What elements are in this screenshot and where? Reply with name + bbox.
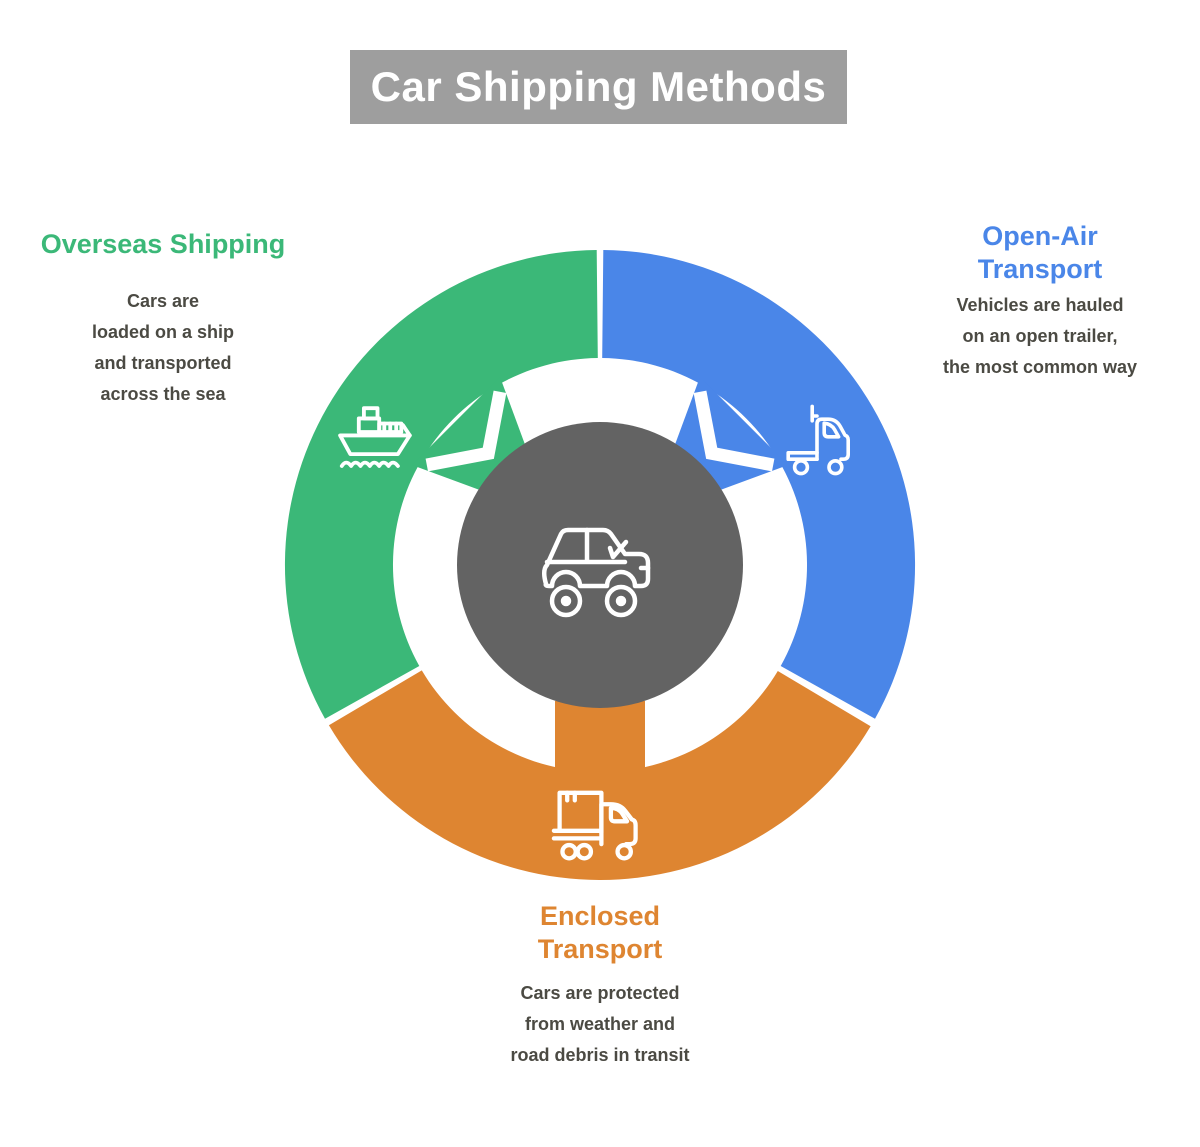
- open-air-transport-label: Open-Air Transport: [977, 221, 1103, 284]
- cargo-ship-icon: [338, 406, 412, 468]
- open-air-transport-description: Vehicles are hauled on an open trailer, …: [942, 295, 1138, 377]
- donut-chart-svg: [284, 250, 916, 880]
- semi-truck-icon: [786, 404, 851, 476]
- title-bar: Car Shipping Methods: [350, 50, 847, 124]
- segment-overseas: [284, 250, 598, 719]
- segment-open-air: [602, 250, 916, 719]
- overseas-shipping-description: Cars are loaded on a ship and transporte…: [91, 291, 234, 404]
- overseas-shipping-label: Overseas Shipping: [40, 229, 286, 259]
- enclosed-transport-description: Cars are protected from weather and road…: [510, 983, 690, 1065]
- open-air-chevron-notch: [693, 390, 775, 472]
- center-circle: [457, 422, 743, 708]
- enclosed-connector-tab: [555, 701, 645, 777]
- page-title: Car Shipping Methods: [370, 63, 827, 110]
- car-icon: [542, 527, 651, 618]
- enclosed-transport-label: Enclosed Transport: [537, 901, 663, 964]
- overseas-chevron-notch: [425, 390, 507, 472]
- shipping-methods-donut-diagram: [280, 245, 920, 885]
- box-truck-icon: [551, 790, 638, 861]
